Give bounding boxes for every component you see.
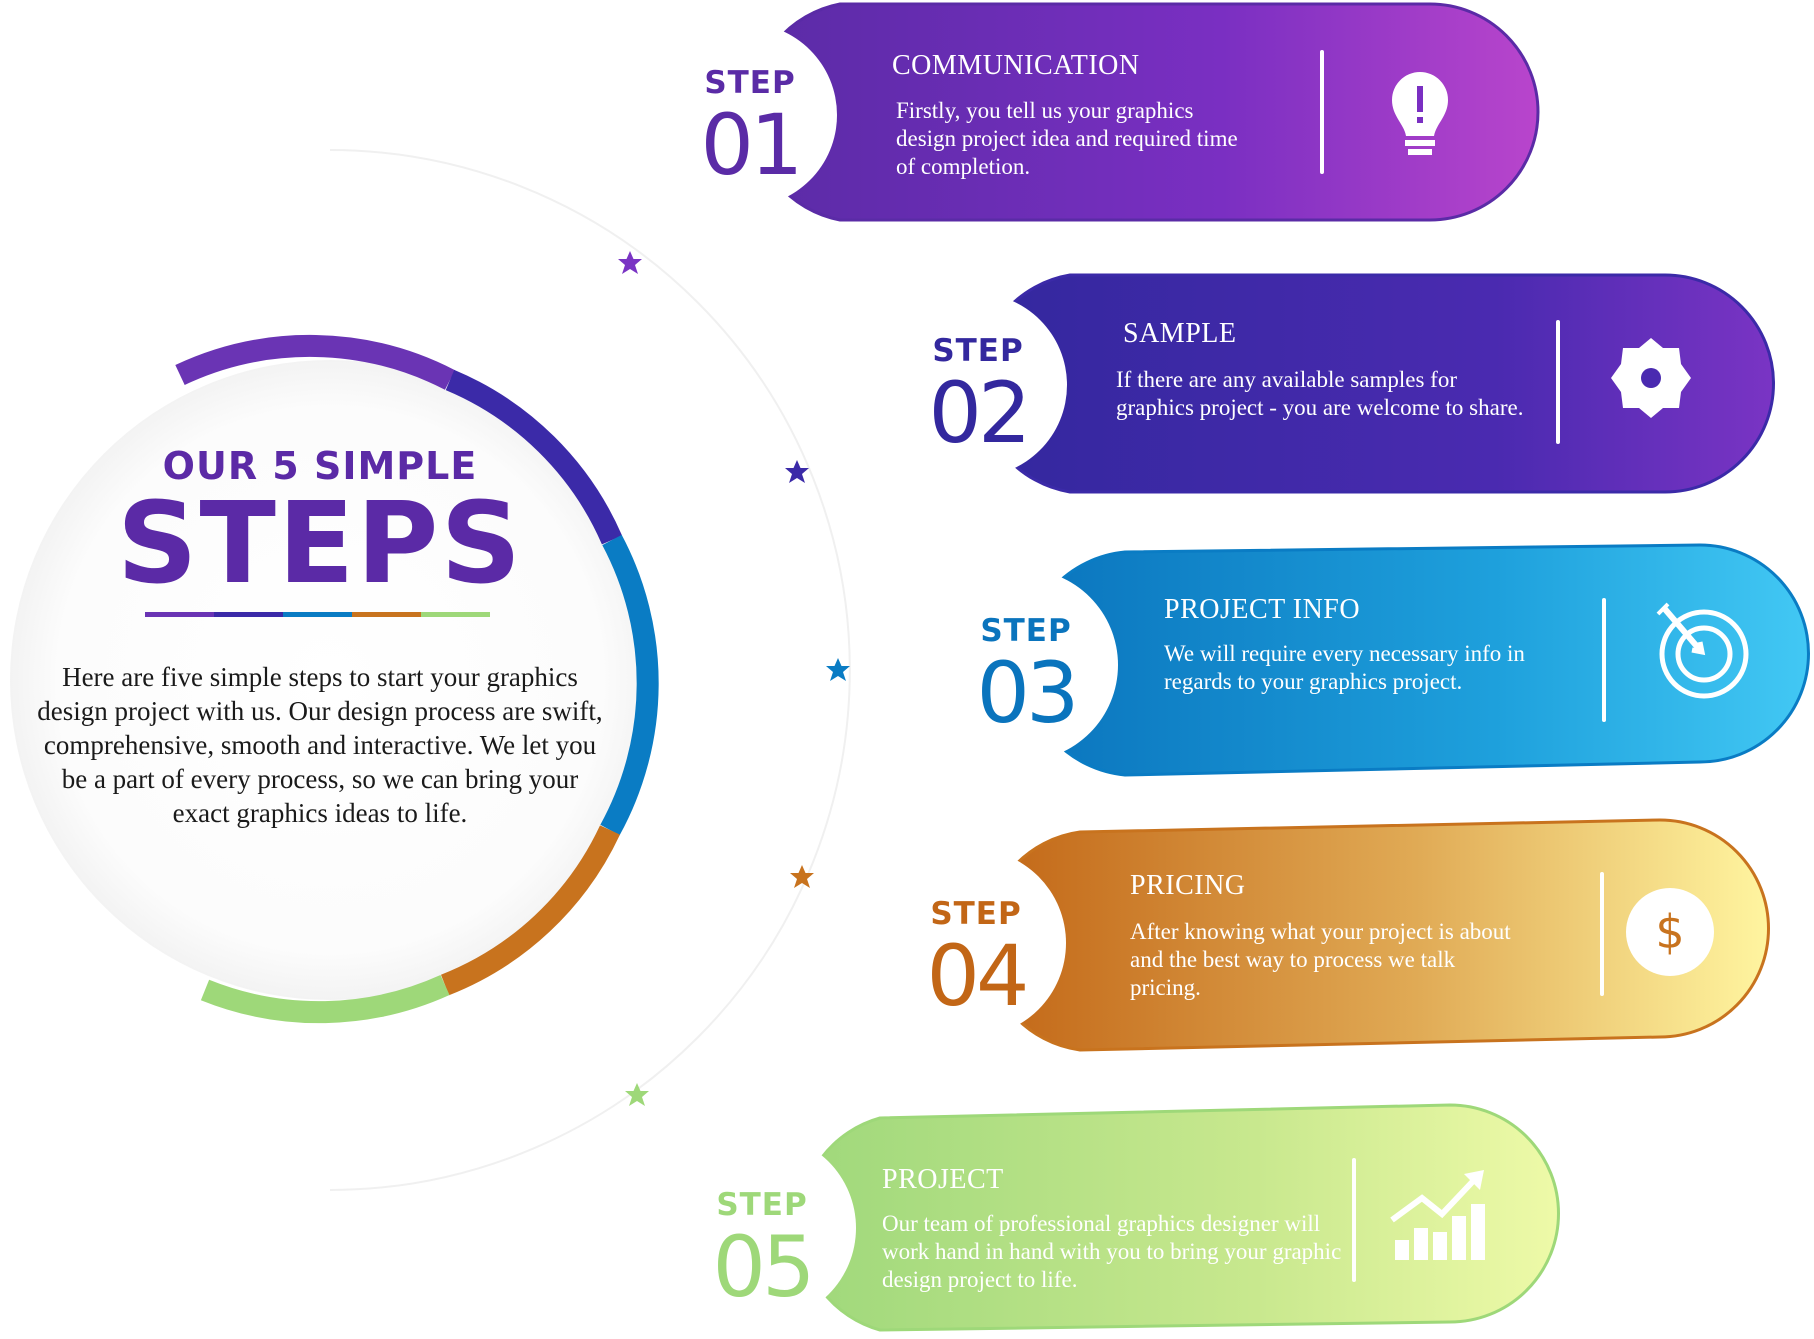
intro-kicker: OUR 5 SIMPLE [162,444,478,488]
color-bar-green [421,612,490,617]
step-03-notch [926,569,1118,761]
ring-arc-green [200,974,450,1024]
star-icon-blue [826,658,850,681]
step-03-number-block: STEP 03 [956,613,1096,742]
target-icon [1656,602,1749,699]
step-03-description: We will require every necessary info in … [1164,641,1525,694]
step-05-notch [668,1134,856,1322]
step-03-number: 03 [976,644,1080,742]
step-02-divider [1556,320,1560,444]
step-04-description: After knowing what your project is about… [1130,919,1511,1000]
step-02-notch [883,293,1067,477]
intro-backdrop [10,360,650,1000]
intro-body: Here are five simple steps to start your… [37,662,603,828]
ring-arc-indigo [445,369,623,545]
ring-arc-orange [440,825,620,996]
orbit-arc [329,149,851,1191]
lightbulb-icon [1392,72,1448,155]
dollar-icon: $ [1626,888,1714,976]
step-01-description: Firstly, you tell us your graphics desig… [896,98,1238,179]
step-01-title: COMMUNICATION [892,50,1140,81]
star-icon-purple [618,251,642,274]
step-02-description: If there are any available samples for g… [1116,367,1524,420]
step-04-notch [878,849,1066,1037]
step-02-title: SAMPLE [1123,318,1237,349]
step-05-label: STEP [716,1187,808,1223]
step-01-divider [1320,50,1324,174]
star-icon-orange [790,865,814,888]
svg-text:$: $ [1655,905,1684,959]
step-01-label: STEP [704,65,796,101]
step-05-number-block: STEP 05 [692,1187,832,1316]
color-bar-purple [145,612,214,617]
step-04-number: 04 [926,927,1030,1025]
step-05-description: Our team of professional graphics design… [882,1211,1342,1292]
step-01-number-block: STEP 01 [680,65,820,194]
step-03-label: STEP [980,613,1072,649]
step-02-number: 02 [928,364,1032,462]
ring-arc-blue [600,534,659,836]
badge-icon [1611,338,1691,418]
step-02-label: STEP [932,333,1024,369]
step-04-label: STEP [930,896,1022,932]
ring-arc-purple [175,334,456,390]
star-icon-green [625,1083,649,1106]
step-04-divider [1600,872,1604,996]
step-04-number-block: STEP 04 [906,896,1046,1025]
star-icon-indigo [785,460,809,483]
step-05-title: PROJECT [882,1164,1004,1195]
step-01-number: 01 [700,96,804,194]
color-bar-indigo [214,612,283,617]
color-bar-blue [283,612,352,617]
step-03-title: PROJECT INFO [1164,594,1361,625]
step-02-number-block: STEP 02 [908,333,1048,462]
step-03-divider [1602,598,1606,722]
intro-color-bar [145,612,490,617]
step-04-title: PRICING [1130,870,1246,901]
step-05-number: 05 [712,1218,816,1316]
step-05-divider [1352,1158,1356,1282]
growth-chart-icon [1390,1170,1485,1260]
color-bar-orange [352,612,421,617]
intro-title: STEPS [116,479,524,609]
step-01-notch [653,23,837,207]
